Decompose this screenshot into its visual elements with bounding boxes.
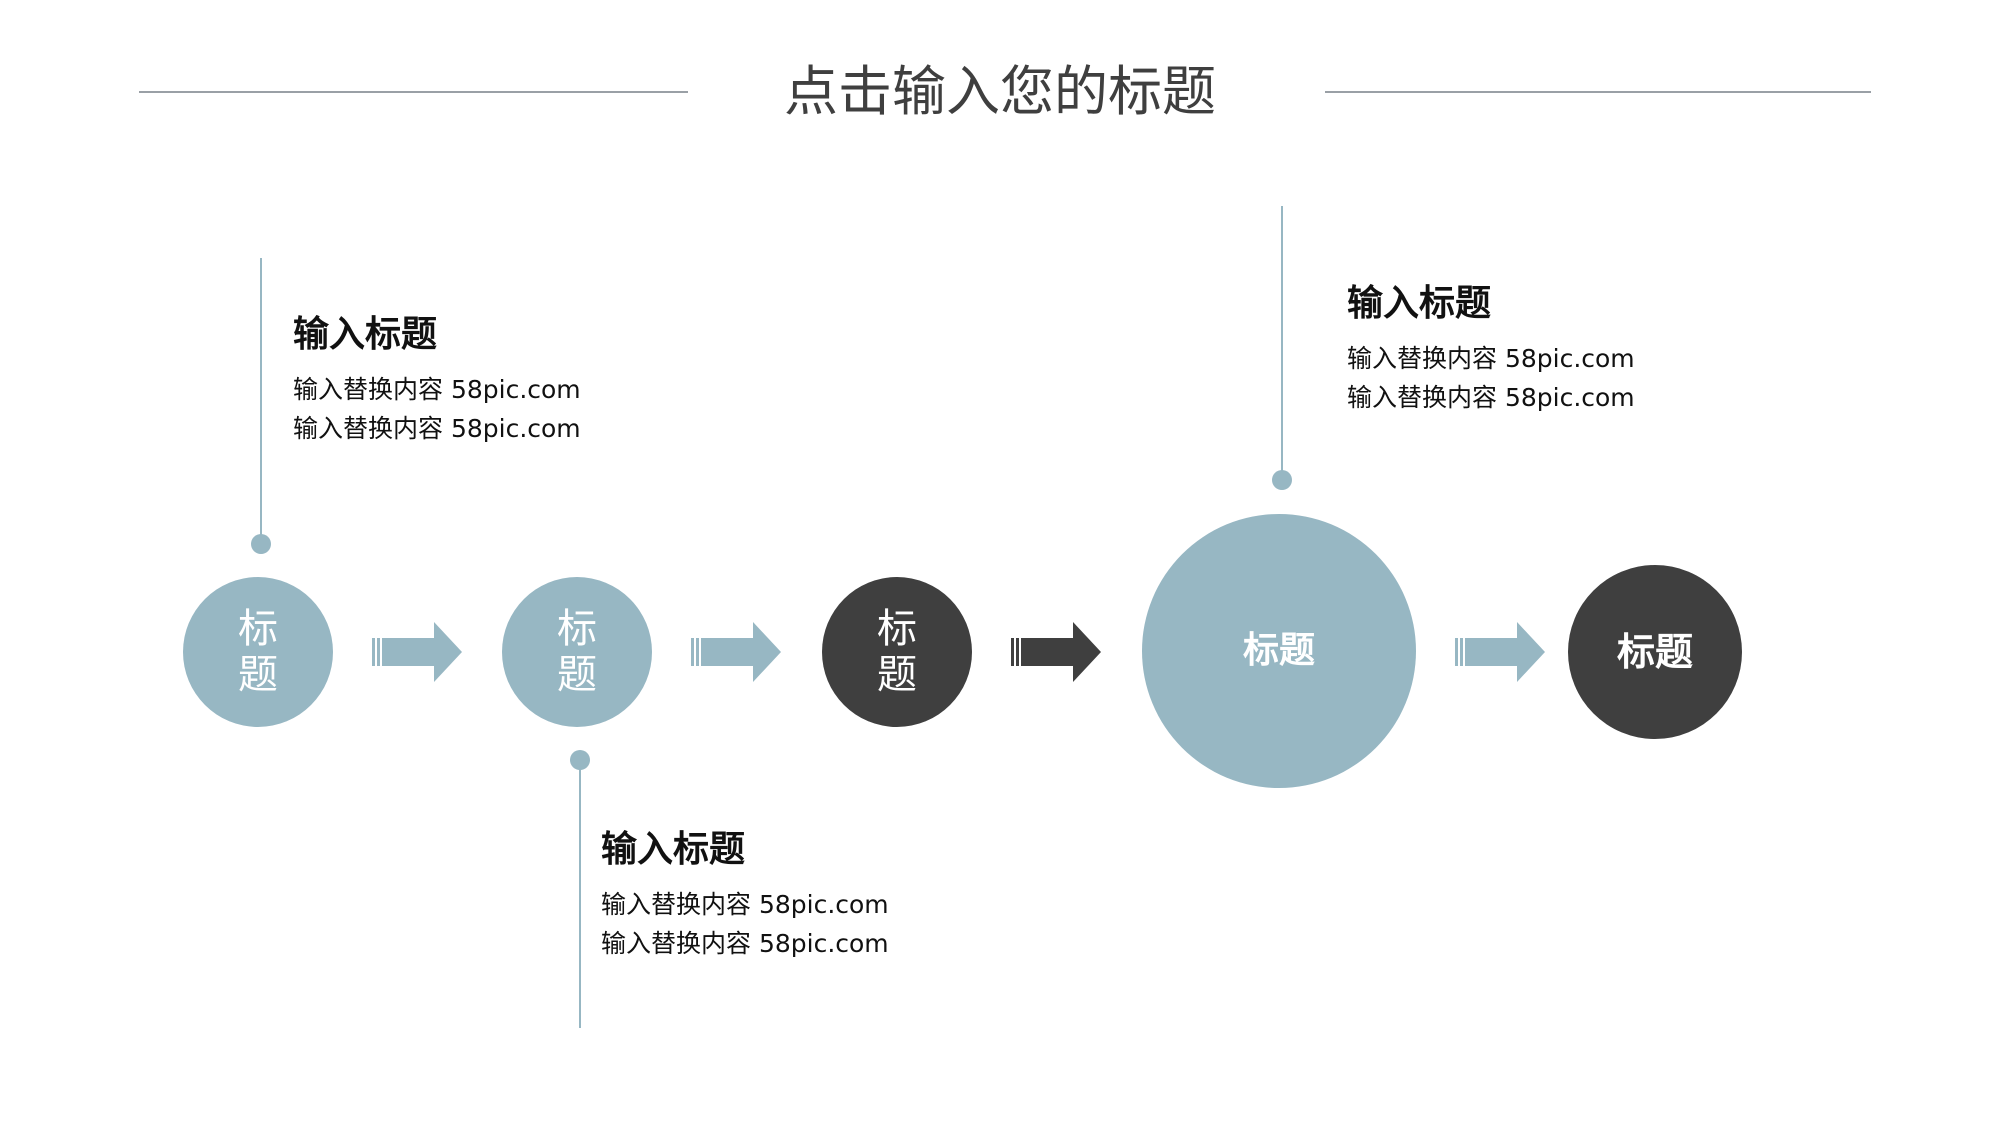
step-circle-5: 标题 bbox=[1568, 565, 1742, 739]
step-label-2: 标题 bbox=[557, 606, 597, 698]
step-circle-2: 标题 bbox=[502, 577, 652, 727]
title-rule-right bbox=[1325, 91, 1871, 93]
step-circle-3: 标题 bbox=[822, 577, 972, 727]
callout-heading: 输入标题 bbox=[601, 829, 746, 870]
callout-line: 输入替换内容 58pic.com bbox=[293, 375, 581, 404]
callout-line: 输入替换内容 58pic.com bbox=[293, 414, 581, 443]
callout-1: 输入标题 输入替换内容 58pic.com 输入替换内容 58pic.com bbox=[293, 312, 713, 448]
connector-dot-3 bbox=[1272, 470, 1292, 490]
arrow-right-icon bbox=[691, 622, 781, 682]
arrow-right-icon bbox=[1011, 622, 1101, 682]
step-circle-1: 标题 bbox=[183, 577, 333, 727]
callout-heading: 输入标题 bbox=[1347, 283, 1492, 324]
page-title: 点击输入您的标题 bbox=[784, 60, 1216, 123]
callout-line: 输入替换内容 58pic.com bbox=[601, 890, 889, 919]
callout-line: 输入替换内容 58pic.com bbox=[1347, 383, 1635, 412]
step-label-3: 标题 bbox=[877, 606, 917, 698]
step-label-4: 标题 bbox=[1242, 630, 1315, 671]
callout-2: 输入标题 输入替换内容 58pic.com 输入替换内容 58pic.com bbox=[601, 827, 1021, 963]
arrow-right-icon bbox=[1455, 622, 1545, 682]
connector-dot-1 bbox=[251, 534, 271, 554]
callout-line: 输入替换内容 58pic.com bbox=[601, 929, 889, 958]
connector-line-2 bbox=[579, 760, 581, 1028]
connector-dot-2 bbox=[570, 750, 590, 770]
arrow-right-icon bbox=[372, 622, 462, 682]
title-rule-left bbox=[139, 91, 688, 93]
callout-3: 输入标题 输入替换内容 58pic.com 输入替换内容 58pic.com bbox=[1347, 281, 1767, 417]
connector-line-1 bbox=[260, 258, 262, 544]
step-label-1: 标题 bbox=[238, 606, 278, 698]
connector-line-3 bbox=[1281, 206, 1283, 480]
step-circle-4: 标题 bbox=[1142, 514, 1416, 788]
callout-heading: 输入标题 bbox=[293, 314, 438, 355]
callout-line: 输入替换内容 58pic.com bbox=[1347, 344, 1635, 373]
step-label-5: 标题 bbox=[1616, 630, 1693, 674]
